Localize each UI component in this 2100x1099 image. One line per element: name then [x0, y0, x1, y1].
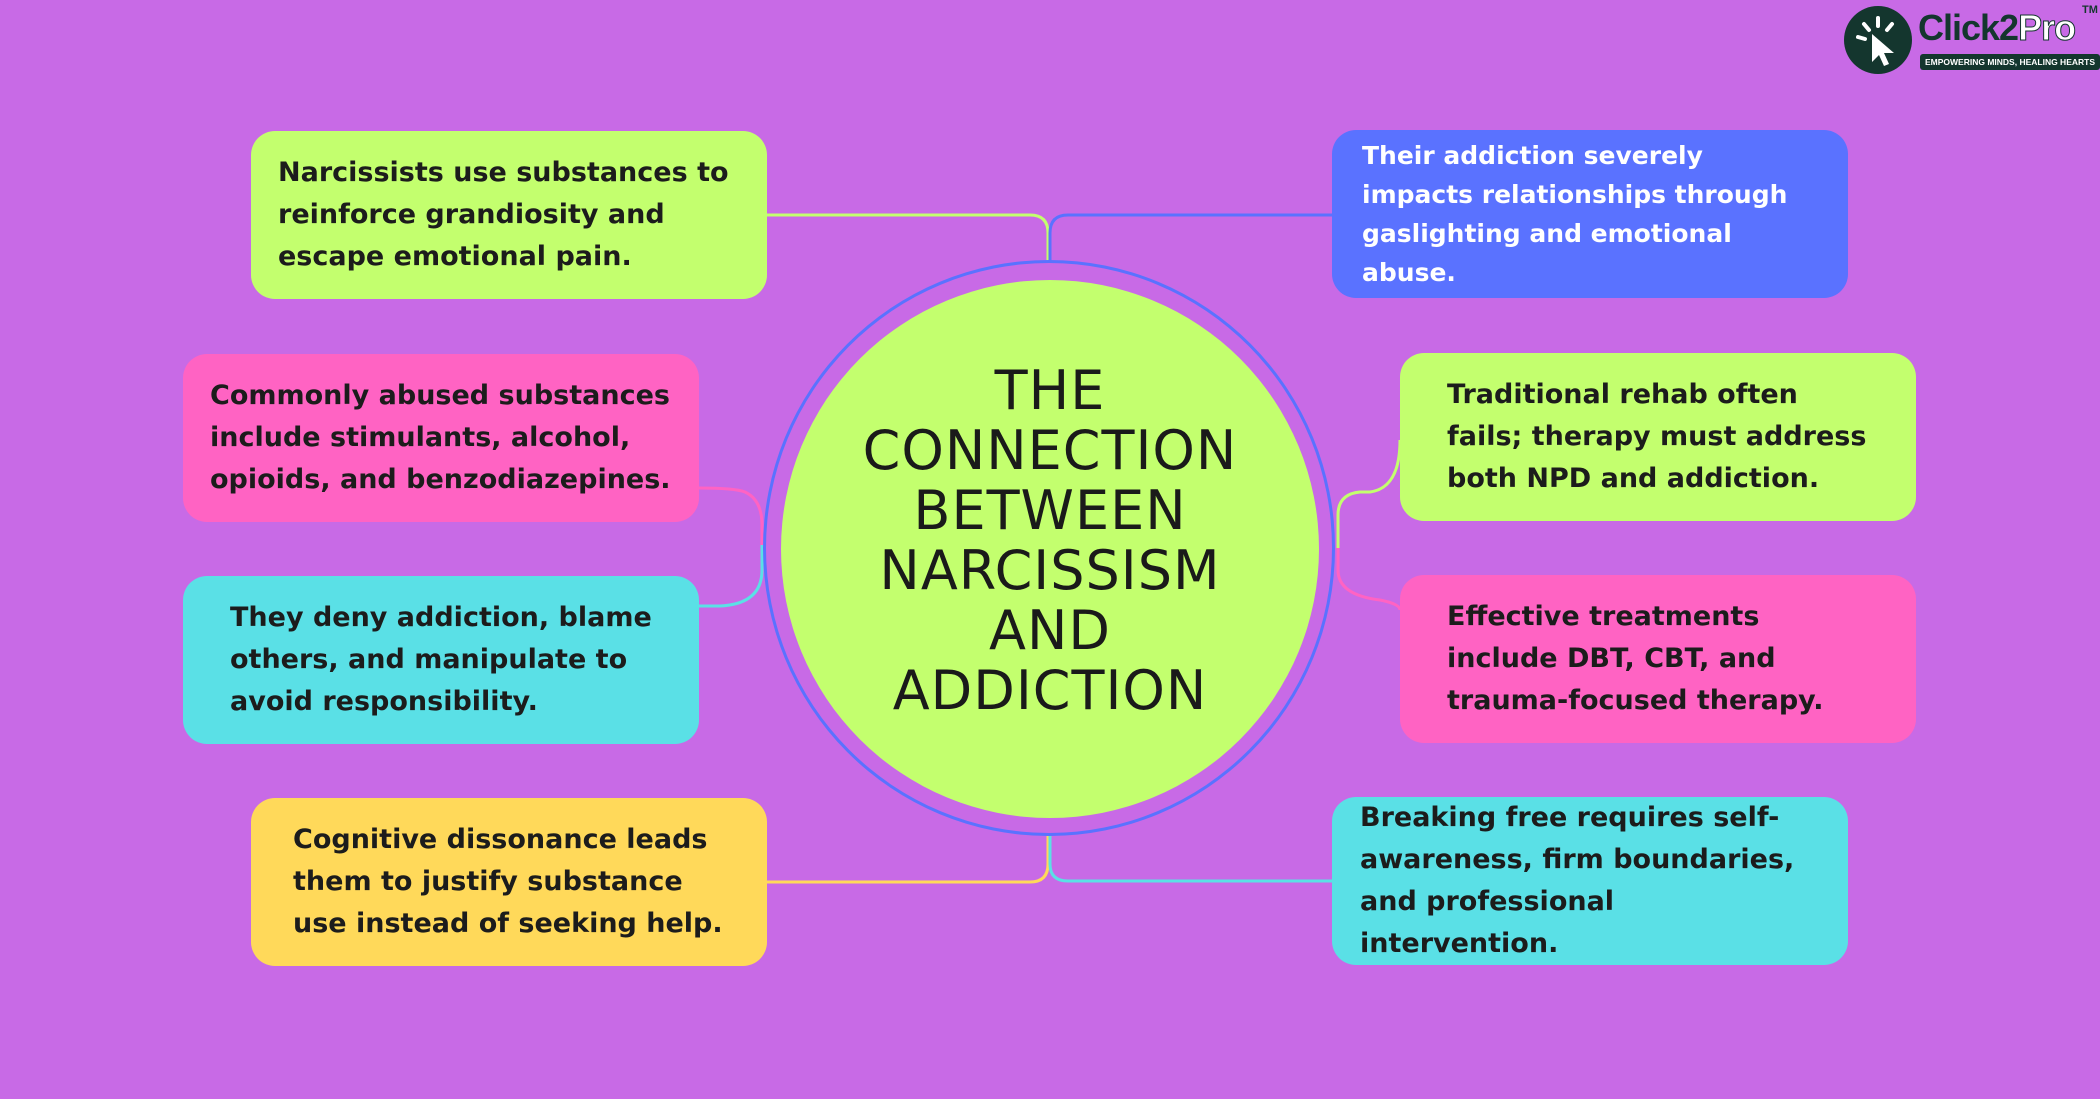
- click2pro-logo-icon: [1844, 6, 1912, 74]
- fact-card-4: Cognitive dissonance leads them to justi…: [251, 798, 767, 966]
- center-title: THE CONNECTION BETWEEN NARCISSISM AND AD…: [820, 361, 1280, 721]
- brand-prefix: Click2: [1918, 7, 2019, 48]
- connector-mid-right-lower: [1336, 548, 1402, 611]
- fact-card-2-text: Commonly abused substances include stimu…: [210, 380, 671, 495]
- center-ring: [763, 260, 1335, 836]
- connector-mid-left-lower: [699, 545, 764, 608]
- fact-card-4-text: Cognitive dissonance leads them to justi…: [293, 824, 723, 939]
- center-title-line-5: AND: [989, 599, 1111, 662]
- center-circle: THE CONNECTION BETWEEN NARCISSISM AND AD…: [781, 280, 1319, 818]
- fact-card-8-text: Breaking free requires self-awareness, f…: [1360, 802, 1795, 959]
- fact-card-5: Their addiction severely impacts relatio…: [1332, 130, 1848, 298]
- fact-card-7-text: Effective treatments include DBT, CBT, a…: [1447, 601, 1824, 716]
- brand-name: Click2Pro: [1918, 7, 2077, 48]
- center-title-line-6: ADDICTION: [892, 659, 1208, 722]
- connector-bottom-left: [767, 836, 1050, 884]
- center-title-line-3: BETWEEN: [913, 479, 1187, 542]
- trademark-mark: TM: [2082, 4, 2098, 16]
- fact-card-5-text: Their addiction severely impacts relatio…: [1362, 141, 1788, 287]
- brand-tagline: EMPOWERING MINDS, HEALING HEARTS: [1920, 54, 2100, 70]
- center-title-line-4: NARCISSISM: [879, 539, 1221, 602]
- connector-top-left: [767, 213, 1050, 262]
- connector-mid-right-upper: [1336, 439, 1402, 548]
- fact-card-3: They deny addiction, blame others, and m…: [183, 576, 699, 744]
- fact-card-6-text: Traditional rehab often fails; therapy m…: [1447, 379, 1867, 494]
- connector-mid-left-upper: [698, 486, 764, 545]
- fact-card-7: Effective treatments include DBT, CBT, a…: [1400, 575, 1916, 743]
- fact-card-1-text: Narcissists use substances to reinforce …: [278, 157, 729, 272]
- connector-bottom-right: [1048, 836, 1332, 883]
- connector-top-right: [1048, 213, 1332, 262]
- center-title-line-1: THE: [994, 359, 1106, 422]
- fact-card-2: Commonly abused substances include stimu…: [183, 354, 699, 522]
- fact-card-3-text: They deny addiction, blame others, and m…: [230, 602, 652, 717]
- fact-card-6: Traditional rehab often fails; therapy m…: [1400, 353, 1916, 521]
- brand-suffix: Pro: [2018, 7, 2077, 48]
- fact-card-1: Narcissists use substances to reinforce …: [251, 131, 767, 299]
- brand-logo[interactable]: Click2Pro TM EMPOWERING MINDS, HEALING H…: [1842, 4, 2100, 76]
- fact-card-8: Breaking free requires self-awareness, f…: [1332, 797, 1848, 965]
- center-title-line-2: CONNECTION: [862, 419, 1238, 482]
